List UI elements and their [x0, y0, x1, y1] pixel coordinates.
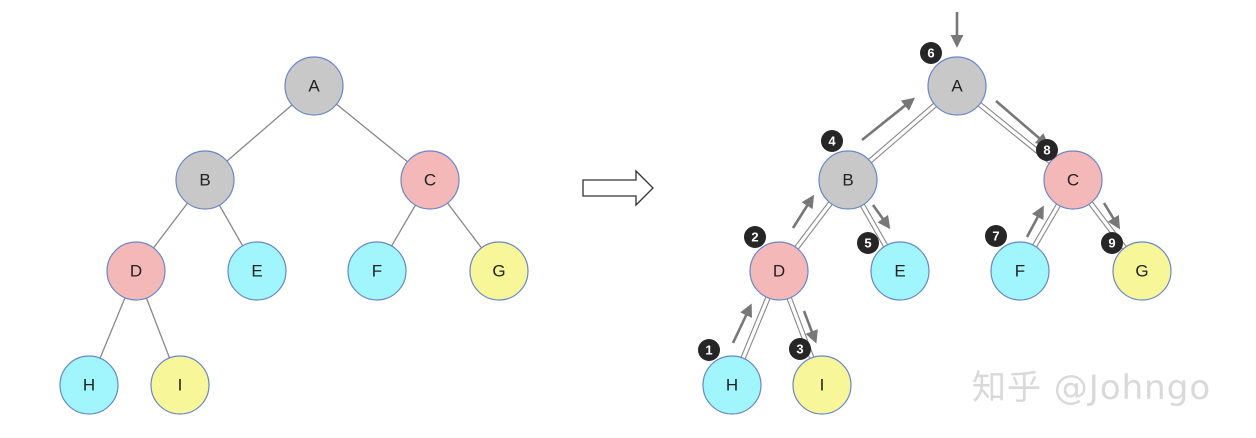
right-node-label-i: I: [820, 376, 825, 395]
order-badge-circle-9: [1101, 232, 1123, 254]
right-tree-nodes: A B C D E F G H I: [702, 56, 1172, 415]
order-badge-1: 1: [698, 339, 720, 361]
right-node-circle-g: [1112, 241, 1172, 301]
right-node-circle-e: [870, 241, 930, 301]
right-node-circle-c: [1043, 150, 1103, 210]
right-node-label-e: E: [894, 262, 905, 281]
right-node-circle-d: [749, 241, 809, 301]
right-node-label-a: A: [951, 77, 963, 96]
order-badge-circle-5: [857, 232, 879, 254]
left-node-circle-b: [175, 150, 235, 210]
order-badge-circle-7: [985, 225, 1007, 247]
right-node-i: I: [792, 355, 852, 415]
left-node-circle-e: [227, 241, 287, 301]
left-node-a: A: [284, 56, 344, 116]
left-node-circle-c: [400, 150, 460, 210]
left-node-circle-h: [59, 355, 119, 415]
order-badge-label-5: 5: [864, 236, 871, 251]
order-badge-9: 9: [1101, 232, 1123, 254]
right-node-circle-i: [792, 355, 852, 415]
left-node-label-d: D: [130, 262, 142, 281]
traversal-arrow-icon-8: [995, 100, 1049, 147]
left-node-c: C: [400, 150, 460, 210]
left-node-circle-g: [469, 241, 529, 301]
watermark-text: 知乎 @Johngo: [972, 368, 1212, 408]
left-node-e: E: [227, 241, 287, 301]
left-node-label-i: I: [178, 376, 183, 395]
right-node-label-c: C: [1067, 171, 1079, 190]
left-tree-edges: [88, 85, 500, 386]
traversal-order-badges: 1 2 3 4 5 6 7 8 9: [698, 42, 1123, 361]
left-node-circle-f: [347, 241, 407, 301]
order-badge-circle-8: [1036, 139, 1058, 161]
order-badge-label-2: 2: [751, 230, 758, 245]
right-node-h: H: [702, 355, 762, 415]
right-node-c: C: [1043, 150, 1103, 210]
left-node-b: B: [175, 150, 235, 210]
left-node-i: I: [150, 355, 210, 415]
left-node-circle-d: [106, 241, 166, 301]
left-node-label-g: G: [492, 262, 505, 281]
left-node-label-b: B: [199, 171, 210, 190]
right-node-e: E: [870, 241, 930, 301]
left-node-f: F: [347, 241, 407, 301]
left-node-label-f: F: [372, 262, 382, 281]
order-badge-label-7: 7: [992, 229, 999, 244]
left-node-circle-i: [150, 355, 210, 415]
left-node-label-a: A: [308, 77, 320, 96]
order-badge-circle-6: [920, 42, 942, 64]
right-node-a: A: [927, 56, 987, 116]
right-node-circle-h: [702, 355, 762, 415]
order-badge-4: 4: [821, 130, 843, 152]
order-badge-6: 6: [920, 42, 942, 64]
traversal-arrow-icon-4: [861, 97, 916, 142]
right-node-g: G: [1112, 241, 1172, 301]
left-node-label-c: C: [424, 171, 436, 190]
order-badge-5: 5: [857, 232, 879, 254]
left-tree-nodes: A B C D E F G H I: [59, 56, 529, 415]
traversal-arrow-icon-1: [731, 303, 752, 344]
left-node-g: G: [469, 241, 529, 301]
order-badge-circle-2: [744, 226, 766, 248]
order-badge-label-4: 4: [828, 134, 836, 149]
right-node-label-f: F: [1015, 262, 1025, 281]
left-node-h: H: [59, 355, 119, 415]
right-node-label-g: G: [1135, 262, 1148, 281]
order-badge-8: 8: [1036, 139, 1058, 161]
transform-arrow-icon: [582, 169, 654, 207]
traversal-arrow-icon-9: [1102, 202, 1121, 230]
left-node-d: D: [106, 241, 166, 301]
order-badge-circle-1: [698, 339, 720, 361]
order-badge-circle-4: [821, 130, 843, 152]
left-node-label-e: E: [251, 262, 262, 281]
left-node-circle-a: [284, 56, 344, 116]
right-node-circle-f: [990, 241, 1050, 301]
traversal-arrow-icon-5: [871, 204, 891, 230]
order-badge-label-9: 9: [1108, 236, 1115, 251]
right-node-label-d: D: [773, 262, 785, 281]
order-badge-circle-3: [789, 338, 811, 360]
traversal-arrow-icon-2: [791, 194, 815, 229]
order-badge-2: 2: [744, 226, 766, 248]
right-node-label-b: B: [842, 171, 853, 190]
right-node-circle-b: [818, 150, 878, 210]
right-node-d: D: [749, 241, 809, 301]
order-badge-label-3: 3: [796, 342, 803, 357]
right-node-b: B: [818, 150, 878, 210]
right-tree-edges: [729, 83, 1145, 387]
right-node-label-h: H: [726, 376, 738, 395]
left-node-label-h: H: [83, 376, 95, 395]
traversal-path-arrows: [731, 12, 1121, 344]
traversal-arrow-icon-7: [1025, 205, 1044, 238]
order-badge-label-8: 8: [1043, 143, 1050, 158]
order-badge-3: 3: [789, 338, 811, 360]
order-badge-label-6: 6: [927, 46, 934, 61]
order-badge-7: 7: [985, 225, 1007, 247]
right-node-circle-a: [927, 56, 987, 116]
right-node-f: F: [990, 241, 1050, 301]
traversal-arrow-icon-3: [802, 310, 818, 344]
order-badge-label-1: 1: [705, 343, 712, 358]
